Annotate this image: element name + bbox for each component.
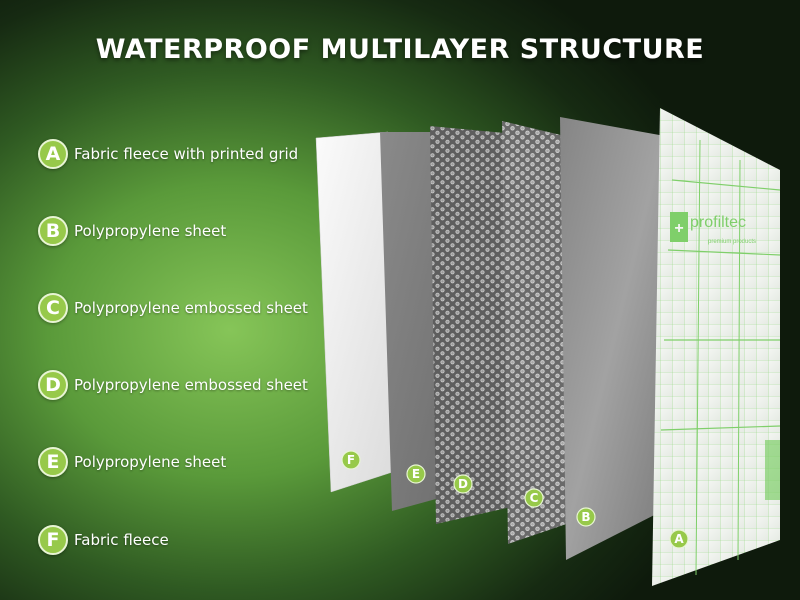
legend-item-e: E Polypropylene sheet — [38, 447, 226, 477]
legend-label-e: Polypropylene sheet — [74, 453, 227, 471]
marker-e-letter: E — [412, 467, 420, 481]
legend-label-f: Fabric fleece — [74, 531, 169, 549]
legend-label-d: Polypropylene embossed sheet — [74, 376, 308, 394]
legend-label-c: Polypropylene embossed sheet — [74, 299, 308, 317]
layer-b: B — [560, 117, 668, 560]
legend-item-f: F Fabric fleece — [38, 525, 169, 555]
profiltec-logo: + profiltec premium products — [670, 212, 756, 245]
marker-a-letter: A — [674, 532, 684, 546]
svg-text:+: + — [674, 220, 683, 237]
badge-c: C — [38, 293, 68, 323]
marker-b — [576, 507, 596, 527]
legend-label-a: Fabric fleece with printed grid — [74, 145, 299, 163]
legend-label-b: Polypropylene sheet — [74, 222, 227, 240]
marker-f-letter: F — [347, 453, 355, 467]
marker-c — [524, 488, 544, 508]
marker-d-letter: D — [458, 477, 468, 491]
marker-b-letter: B — [581, 510, 590, 524]
badge-a: A — [38, 139, 68, 169]
legend-item-c: C Polypropylene embossed sheet — [38, 293, 308, 323]
logo-tagline: premium products — [708, 239, 756, 245]
legend-item-a: A Fabric fleece with printed grid — [38, 139, 298, 169]
badge-f: F — [38, 525, 68, 555]
badge-d: D — [38, 370, 68, 400]
legend-item-b: B Polypropylene sheet — [38, 216, 226, 246]
marker-e — [406, 464, 426, 484]
layer-c: C — [502, 121, 578, 544]
marker-d — [453, 474, 473, 494]
legend-item-d: D Polypropylene embossed sheet — [38, 370, 308, 400]
badge-e: E — [38, 447, 68, 477]
marker-f — [341, 450, 361, 470]
page-title: WATERPROOF MULTILAYER STRUCTURE — [95, 34, 705, 65]
marker-a — [669, 529, 689, 549]
logo-name: profiltec — [690, 214, 746, 231]
marker-c-letter: C — [530, 491, 539, 505]
badge-b: B — [38, 216, 68, 246]
layer-a: + profiltec premium products A — [652, 108, 781, 586]
layer-d: D — [430, 126, 520, 524]
